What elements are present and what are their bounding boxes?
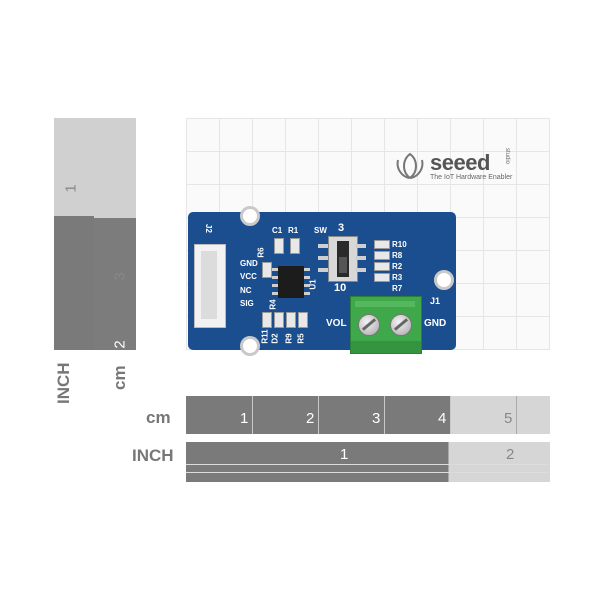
range-switch[interactable] bbox=[328, 236, 358, 282]
terminal-label: J1 bbox=[430, 296, 441, 306]
pin-vcc: VCC bbox=[240, 272, 257, 281]
cm-hmark-4: 4 bbox=[438, 410, 447, 427]
cm-hmark-1: 1 bbox=[240, 410, 249, 427]
inch-hmark-1: 1 bbox=[340, 446, 349, 463]
inch-mark-1: 1 bbox=[62, 184, 80, 193]
part-r4: R4 bbox=[268, 299, 278, 310]
switch-position-bottom: 10 bbox=[334, 282, 347, 294]
chip-label: U1 bbox=[308, 279, 318, 290]
cm-vmark-2: 2 bbox=[111, 340, 129, 349]
part-r9: R9 bbox=[284, 333, 294, 344]
mounting-hole-top-left bbox=[240, 206, 260, 226]
seeed-logo-icon bbox=[392, 150, 428, 180]
pin-nc: NC bbox=[240, 286, 252, 295]
cm-vertical-ruler: 3 2 1 bbox=[94, 118, 136, 417]
terminal-vol-label: VOL bbox=[326, 318, 347, 329]
inch-vertical-unit: INCH bbox=[54, 362, 73, 404]
capacitor-c1 bbox=[274, 238, 284, 254]
switch-position-top: 3 bbox=[338, 222, 345, 234]
part-r6: R6 bbox=[256, 247, 266, 258]
cm-hmark-5: 5 bbox=[504, 410, 513, 427]
part-r5: R5 bbox=[296, 333, 306, 344]
cm-hmark-2: 2 bbox=[306, 410, 315, 427]
cm-horizontal-unit: cm bbox=[146, 408, 171, 427]
pin-sig: SIG bbox=[240, 299, 254, 308]
inch-horizontal-unit: INCH bbox=[132, 446, 174, 465]
cm-hmark-3: 3 bbox=[372, 410, 381, 427]
mounting-hole-right bbox=[434, 270, 454, 290]
resistor-r3: R3 bbox=[392, 273, 403, 282]
brand-tagline: The IoT Hardware Enabler bbox=[430, 174, 513, 181]
part-d2: D2 bbox=[270, 333, 280, 344]
grove-connector bbox=[194, 244, 226, 328]
mounting-hole-bottom-left bbox=[240, 336, 260, 356]
resistor-r1 bbox=[290, 238, 300, 254]
inch-hmark-2: 2 bbox=[506, 446, 515, 463]
cm-horizontal-ruler: 1 2 3 4 5 bbox=[186, 396, 550, 434]
brand-small: studio bbox=[504, 148, 510, 165]
resistor-r6 bbox=[262, 262, 272, 278]
cm-vertical-unit: cm bbox=[110, 365, 129, 390]
screw-vol-icon[interactable] bbox=[358, 314, 380, 336]
terminal-gnd-label: GND bbox=[424, 318, 447, 329]
part-r1: R1 bbox=[288, 226, 299, 235]
ic-chip bbox=[278, 266, 304, 298]
inch-vertical-ruler: 1 1 bbox=[54, 118, 94, 411]
inch-horizontal-ruler: 1 2 bbox=[186, 442, 550, 482]
cm-vmark-1: 1 bbox=[111, 408, 129, 417]
resistor-r8: R8 bbox=[392, 251, 403, 260]
cm-vmark-3: 3 bbox=[111, 272, 129, 281]
resistor-r2: R2 bbox=[392, 262, 403, 271]
pin-gnd: GND bbox=[240, 259, 258, 268]
part-r11: R11 bbox=[260, 329, 270, 344]
resistor-r10: R10 bbox=[392, 240, 407, 249]
brand-name: seeed bbox=[430, 150, 490, 175]
connector-label: J2 bbox=[203, 224, 213, 233]
part-c1: C1 bbox=[272, 226, 283, 235]
switch-label: SW bbox=[314, 226, 327, 235]
resistor-r7: R7 bbox=[392, 284, 403, 293]
screw-gnd-icon[interactable] bbox=[390, 314, 412, 336]
